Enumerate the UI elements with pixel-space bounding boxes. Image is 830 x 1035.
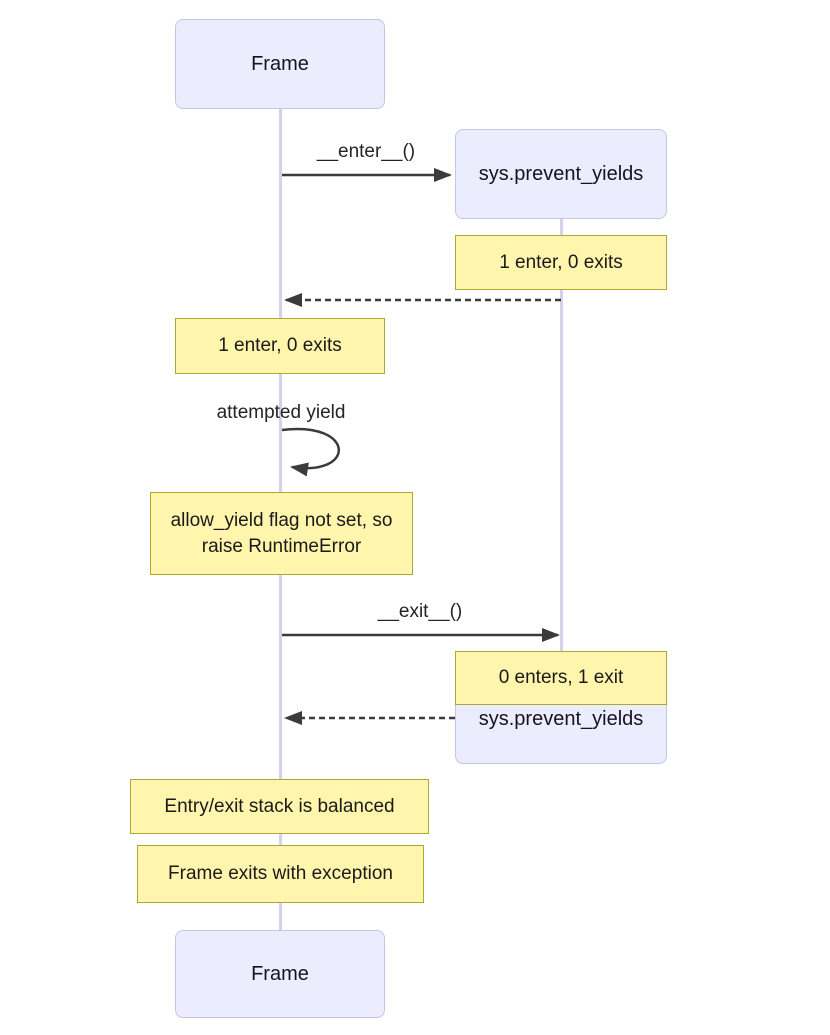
- note-frame-enter-count-text: 1 enter, 0 exits: [218, 335, 342, 357]
- note-runtime-error: allow_yield flag not set, so raise Runti…: [150, 492, 413, 575]
- exit-message-label: __exit__(): [377, 601, 463, 622]
- lifeline-sys-prevent-yields: [560, 218, 563, 676]
- self-loop-arrow: [281, 427, 340, 477]
- actor-frame-bottom: Frame: [175, 930, 385, 1018]
- enter-message-label: __enter__(): [316, 141, 416, 162]
- note-sys-enter-count-text: 1 enter, 0 exits: [499, 251, 623, 273]
- note-sys-exit-count: 0 enters, 1 exit: [455, 651, 667, 705]
- note-stack-balanced: Entry/exit stack is balanced: [130, 779, 429, 834]
- note-stack-balanced-text: Entry/exit stack is balanced: [164, 795, 395, 817]
- note-sys-exit-count-text: 0 enters, 1 exit: [498, 667, 624, 689]
- note-frame-exception: Frame exits with exception: [137, 845, 424, 903]
- actor-sys-bottom-label: sys.prevent_yields: [478, 707, 644, 730]
- actor-frame-top-label: Frame: [251, 52, 309, 75]
- actor-frame-bottom-label: Frame: [251, 962, 309, 985]
- note-runtime-error-text: allow_yield flag not set, so raise Runti…: [170, 509, 393, 557]
- actor-frame-top: Frame: [175, 19, 385, 109]
- note-frame-enter-count: 1 enter, 0 exits: [175, 318, 385, 374]
- note-frame-exception-text: Frame exits with exception: [168, 863, 393, 885]
- actor-sys-top-label: sys.prevent_yields: [478, 162, 644, 185]
- self-loop-label: attempted yield: [216, 402, 346, 423]
- actor-sys-prevent-yields-top: sys.prevent_yields: [455, 129, 667, 219]
- note-sys-enter-count: 1 enter, 0 exits: [455, 235, 667, 290]
